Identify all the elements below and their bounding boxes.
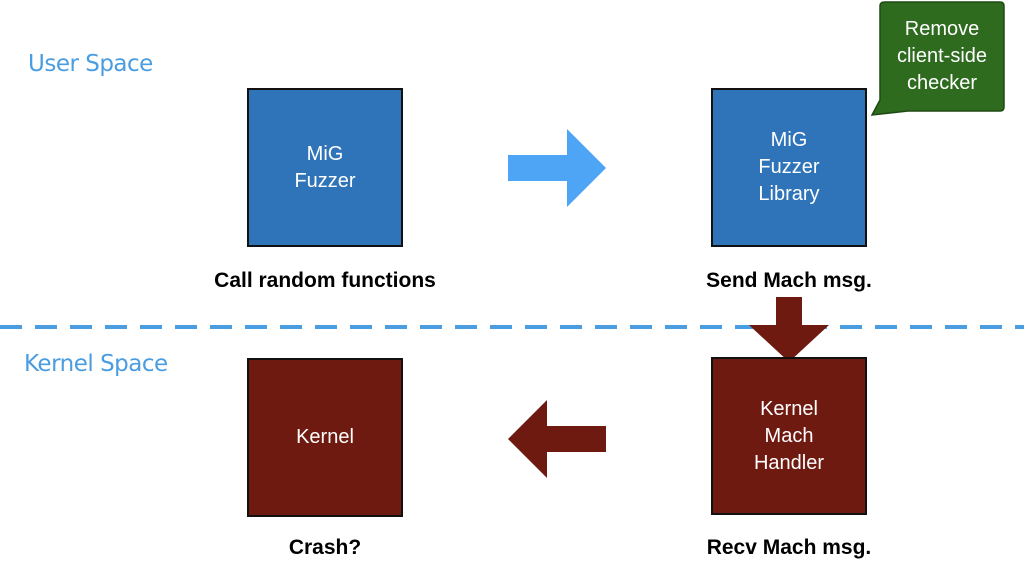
- kernel-mach-handler-box: Kernel Mach Handler: [711, 357, 867, 515]
- mig-fuzzer-box: MiG Fuzzer: [247, 88, 403, 247]
- caption-recv-mach-msg: Recv Mach msg.: [706, 536, 872, 559]
- user-space-label: User Space: [28, 51, 153, 77]
- callout-bubble: [870, 1, 1005, 116]
- kernel-label: Kernel: [296, 426, 354, 448]
- mig-fuzzer-label: MiG Fuzzer: [294, 142, 356, 192]
- kernel-mach-handler-label: Kernel Mach Handler: [753, 397, 825, 474]
- kernel-box: Kernel: [247, 358, 403, 517]
- caption-send-mach-msg: Send Mach msg.: [706, 269, 872, 292]
- kernel-space-label: Kernel Space: [24, 351, 168, 377]
- callout-text: Remove client-side checker: [896, 18, 988, 94]
- mig-fuzzer-library-box: MiG Fuzzer Library: [711, 88, 867, 247]
- arrow-right-icon: [508, 129, 606, 207]
- mig-fuzzer-library-label: MiG Fuzzer Library: [758, 129, 820, 205]
- arrow-down-icon: [749, 297, 829, 362]
- arrow-left-icon: [508, 400, 606, 478]
- caption-call-random-functions: Call random functions: [214, 269, 436, 292]
- caption-crash: Crash?: [288, 536, 362, 559]
